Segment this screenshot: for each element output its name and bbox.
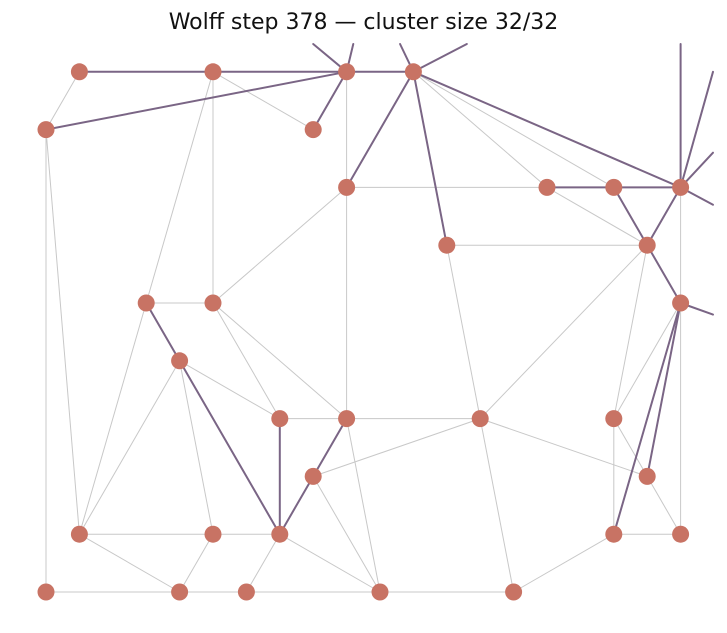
diagram-title: Wolff step 378 — cluster size 32/32	[168, 10, 559, 35]
graph-node	[171, 583, 189, 601]
cluster-edge	[178, 359, 281, 536]
graph-node	[638, 467, 656, 485]
graph-edge	[446, 244, 481, 420]
graph-edge	[412, 71, 615, 188]
graph-node	[204, 525, 222, 543]
edges-layer	[45, 71, 682, 593]
graph-node	[672, 525, 690, 543]
cluster-edge	[679, 70, 714, 189]
graph-edge	[212, 302, 281, 420]
graph-edge	[613, 302, 682, 420]
graph-node	[672, 178, 690, 196]
graph-node	[471, 410, 489, 428]
graph-edge	[179, 533, 214, 593]
graph-edge	[212, 186, 348, 304]
graph-edge	[78, 302, 147, 535]
graph-edge	[513, 533, 615, 593]
graph-node	[204, 63, 222, 81]
graph-edge	[646, 475, 682, 535]
graph-edge	[78, 533, 181, 593]
graph-edge	[479, 418, 515, 593]
cluster-edge	[145, 302, 181, 362]
graph-node	[237, 583, 255, 601]
graph-edge	[145, 71, 214, 304]
cluster-edge	[412, 70, 448, 247]
graph-edge	[45, 71, 80, 131]
graph-node	[338, 63, 356, 81]
graph-edge	[179, 360, 281, 420]
graph-node	[171, 352, 189, 370]
graph-node	[271, 525, 289, 543]
graph-edge	[212, 71, 314, 131]
graph-edge	[312, 418, 481, 477]
graph-node	[538, 178, 556, 196]
cluster-edge	[646, 186, 682, 247]
graph-node	[605, 410, 623, 428]
cluster-edge	[612, 302, 682, 536]
graph-node	[404, 63, 422, 81]
graph-node	[371, 583, 389, 601]
cluster-edge	[278, 475, 315, 536]
cluster-edge	[646, 302, 682, 478]
graph-edge	[245, 533, 281, 593]
graph-node	[37, 583, 55, 601]
graph-edge	[312, 475, 381, 593]
graph-node	[438, 236, 456, 254]
graph-edge	[412, 71, 548, 188]
nodes-layer	[37, 63, 690, 601]
cluster-edge	[612, 186, 649, 247]
cluster-edge	[345, 70, 415, 189]
graph-node	[70, 63, 88, 81]
cluster-edge	[412, 43, 468, 73]
cluster-edge	[312, 70, 348, 131]
graph-edge	[78, 360, 181, 535]
cluster-edge	[412, 70, 682, 189]
cluster-edge	[312, 417, 348, 478]
graph-edge	[212, 302, 348, 420]
cluster-edge	[646, 244, 682, 304]
graph-edge	[279, 533, 381, 593]
graph-node	[672, 294, 690, 312]
graph-edge	[45, 129, 80, 535]
graph-node	[304, 121, 322, 139]
graph-edge	[479, 244, 648, 420]
graph-node	[304, 467, 322, 485]
graph-node	[271, 410, 289, 428]
graph-node	[204, 294, 222, 312]
graph-edge	[479, 418, 648, 477]
graph-node	[505, 583, 523, 601]
cluster-edge	[45, 70, 348, 131]
graph-node	[605, 525, 623, 543]
graph-edge	[613, 244, 648, 420]
graph-node	[37, 121, 55, 139]
graph-node	[137, 294, 155, 312]
graph-node	[70, 525, 88, 543]
graph-node	[338, 178, 356, 196]
graph-edge	[346, 418, 381, 593]
graph-node	[338, 410, 356, 428]
graph-edge	[613, 418, 648, 477]
cluster-edges-layer	[45, 43, 714, 536]
graph-edge	[546, 186, 648, 246]
graph-edge	[179, 360, 214, 535]
graph-node	[638, 236, 656, 254]
graph-node	[605, 178, 623, 196]
